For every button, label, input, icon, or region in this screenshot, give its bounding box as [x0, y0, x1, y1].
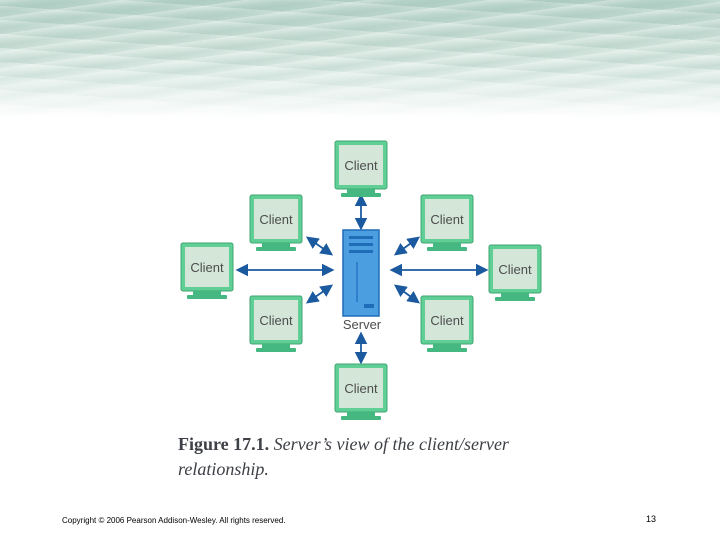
- arrow-lower-left: [305, 284, 334, 304]
- client-lower-right: Client: [420, 295, 474, 353]
- client-label: Client: [259, 313, 293, 328]
- page-number: 13: [646, 514, 657, 524]
- arrow-lower-right: [393, 284, 421, 304]
- figure-caption: Figure 17.1. Server’s view of the client…: [178, 432, 558, 482]
- client-right: Client: [488, 244, 542, 302]
- figure-label: Figure 17.1.: [178, 434, 270, 454]
- client-label: Client: [344, 381, 378, 396]
- connection-arrows: [235, 193, 489, 365]
- client-bottom: Client: [334, 363, 388, 421]
- client-label: Client: [259, 212, 293, 227]
- server-icon: [342, 229, 380, 317]
- server-label: Server: [343, 317, 382, 332]
- client-lower-left: Client: [249, 295, 303, 353]
- figure-text: Server’s view of the client/server relat…: [178, 434, 509, 479]
- client-label: Client: [430, 313, 464, 328]
- client-left: Client: [180, 242, 234, 300]
- header-banner: [0, 0, 720, 118]
- client-upper-left: Client: [249, 194, 303, 252]
- client-label: Client: [344, 158, 378, 173]
- client-upper-right: Client: [420, 194, 474, 252]
- client-label: Client: [498, 262, 532, 277]
- client-top: Client: [334, 140, 388, 198]
- client-label: Client: [190, 260, 224, 275]
- copyright-text: Copyright © 2006 Pearson Addison-Wesley.…: [62, 516, 286, 525]
- client-label: Client: [430, 212, 464, 227]
- arrow-upper-right: [393, 236, 421, 256]
- arrow-upper-left: [305, 236, 334, 256]
